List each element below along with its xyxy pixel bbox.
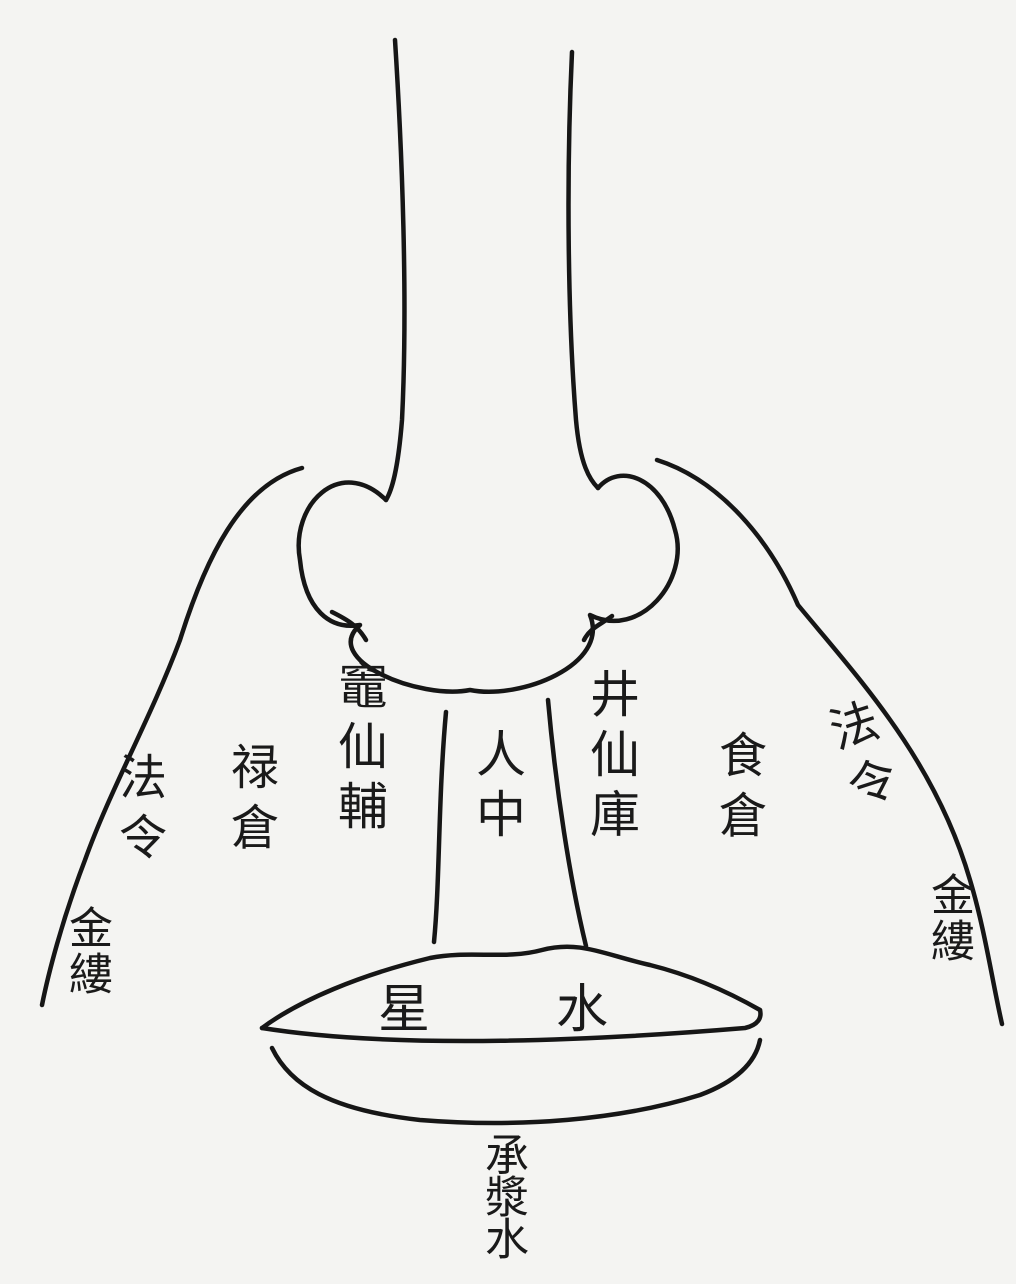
label-right-jinlou: 金縷	[926, 872, 970, 964]
label-mouth-water: 水	[556, 984, 608, 1036]
nose-bridge-right-line	[569, 52, 598, 488]
label-lan-tai: 竈仙輔	[334, 660, 384, 840]
nose-bridge-left-line	[386, 40, 404, 500]
label-ren-zhong: 人中	[472, 728, 522, 848]
label-shi-cang: 食倉	[714, 730, 762, 850]
label-mouth-star: 星	[378, 984, 430, 1036]
philtrum-right-line	[548, 700, 586, 946]
label-ting-wei: 井仙庫	[586, 668, 636, 848]
lower-lip-outline	[272, 1040, 760, 1123]
label-left-faling: 法令	[114, 752, 162, 872]
upper-lip-outline	[262, 947, 760, 1028]
philtrum-left-line	[434, 712, 446, 942]
label-lu-cang: 禄倉	[226, 742, 274, 862]
mouth-line	[262, 1010, 760, 1041]
label-left-jinlou: 金縷	[64, 905, 108, 997]
label-cheng-jiang: 承漿水	[480, 1132, 524, 1258]
